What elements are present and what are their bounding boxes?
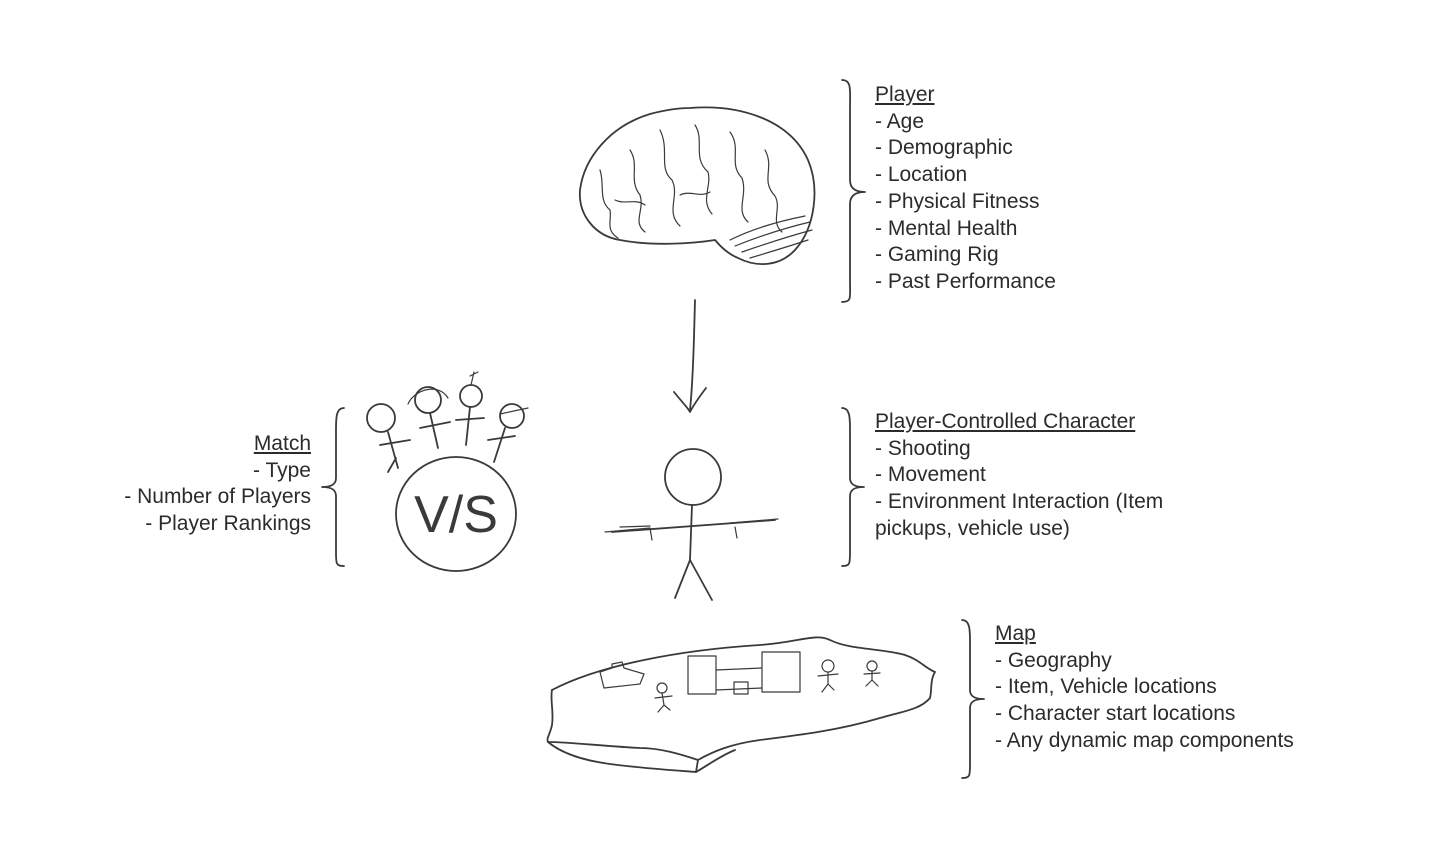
arrow-down-icon [673, 299, 707, 413]
character-heading: Player-Controlled Character [875, 410, 1136, 433]
player-item: - Gaming Rig [875, 243, 999, 267]
map-heading: Map [995, 622, 1036, 645]
player-item: - Age [875, 109, 925, 133]
map-item: - Item, Vehicle locations [995, 675, 1217, 699]
map-item: - Any dynamic map components [995, 728, 1294, 752]
map-brace [961, 619, 985, 779]
character-panel: Player-Controlled Character - Shooting -… [875, 409, 1163, 543]
map-island-icon [546, 636, 936, 773]
player-item: - Mental Health [875, 216, 1018, 240]
versus-icon: V/S [366, 371, 529, 572]
match-item: - Player Rankings [145, 512, 311, 536]
player-panel: Player - Age - Demographic - Location - … [875, 82, 1056, 296]
match-panel: Match - Type - Number of Players - Playe… [124, 431, 311, 538]
match-item: - Type [253, 458, 311, 482]
player-item: - Past Performance [875, 269, 1056, 293]
player-brace [841, 79, 866, 303]
character-item: - Movement [875, 463, 986, 487]
character-item: - Environment Interaction (Item [875, 490, 1164, 514]
player-item: - Location [875, 163, 968, 187]
map-item: - Character start locations [995, 702, 1236, 726]
player-item: - Physical Fitness [875, 189, 1040, 213]
vs-label: V/S [414, 486, 498, 544]
player-heading: Player [875, 83, 935, 106]
match-item: - Number of Players [124, 485, 311, 509]
map-panel: Map - Geography - Item, Vehicle location… [995, 621, 1294, 755]
character-brace [841, 407, 865, 567]
match-heading: Match [253, 432, 311, 455]
brain-icon [579, 106, 816, 265]
character-item: - Shooting [875, 436, 971, 460]
player-item: - Demographic [875, 136, 1013, 160]
character-icon [604, 448, 779, 601]
character-item: pickups, vehicle use) [875, 516, 1070, 540]
map-item: - Geography [995, 648, 1112, 672]
match-brace [321, 407, 345, 567]
